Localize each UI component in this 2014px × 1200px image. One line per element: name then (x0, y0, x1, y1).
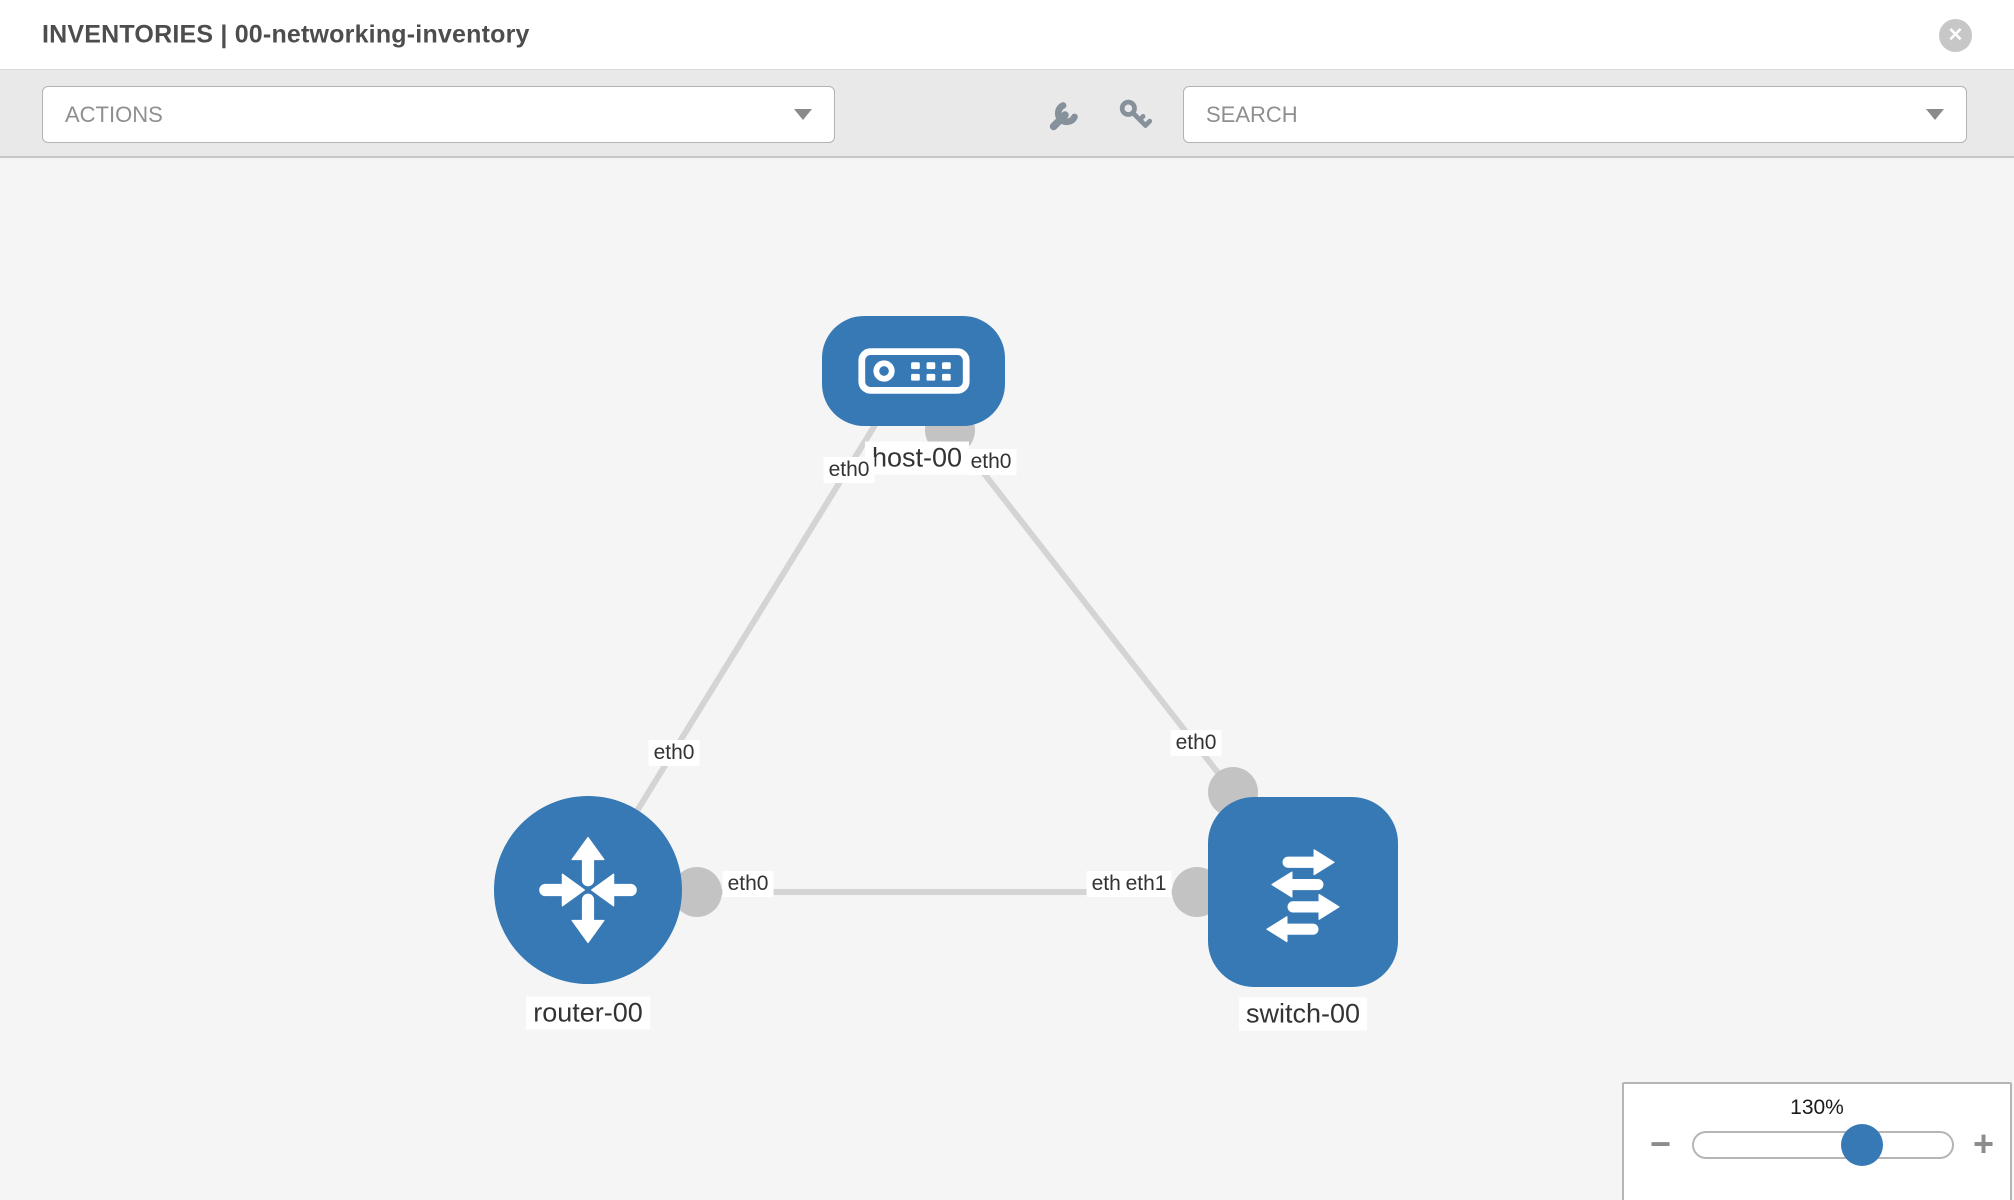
zoom-percentage: 130% (1790, 1096, 1844, 1119)
links-layer (605, 405, 1258, 917)
iface-label-host-eth0-left: eth0 (823, 457, 875, 483)
zoom-slider-track[interactable] (1692, 1124, 1954, 1166)
iface-label-switch-eth1: eth1 (1120, 871, 1172, 897)
node-label-host-00: host-00 (864, 441, 970, 475)
header-bar: INVENTORIES | 00-networking-inventory ✕ (0, 0, 2014, 70)
zoom-out-button[interactable]: − (1650, 1123, 1672, 1164)
host-server-icon (857, 348, 970, 394)
iface-label-host-eth0-right: eth0 (965, 449, 1017, 475)
node-host-00[interactable] (822, 316, 1005, 426)
page-title: INVENTORIES | 00-networking-inventory (42, 20, 530, 48)
switch-icon (1266, 849, 1340, 943)
actions-dropdown-label: ACTIONS (65, 101, 163, 127)
topology-canvas[interactable] (0, 160, 2014, 1200)
close-button[interactable]: ✕ (1939, 19, 1972, 52)
zoom-control-panel: 130% − + (1622, 1082, 2012, 1200)
iface-label-router-eth0-top: eth0 (648, 740, 700, 766)
node-label-switch-00: switch-00 (1238, 997, 1368, 1031)
search-dropdown-label: SEARCH (1206, 101, 1298, 127)
link-host-router[interactable] (605, 423, 878, 860)
chevron-down-icon (1926, 109, 1944, 120)
search-dropdown[interactable]: SEARCH (1183, 86, 1967, 143)
router-icon (539, 836, 637, 944)
wrench-icon[interactable] (1046, 96, 1084, 134)
node-router-00[interactable] (494, 796, 682, 984)
chevron-down-icon (794, 109, 812, 120)
zoom-in-button[interactable]: + (1972, 1123, 1994, 1164)
zoom-slider-knob[interactable] (1840, 1124, 1883, 1166)
close-icon: ✕ (1947, 25, 1964, 46)
iface-label-switch-eth0: eth0 (1170, 730, 1222, 756)
toolbar: ACTIONS SEARCH (0, 70, 2014, 158)
node-label-router-00: router-00 (526, 996, 650, 1030)
endpoint-router-eth0[interactable] (672, 867, 722, 917)
key-icon[interactable] (1116, 96, 1154, 134)
iface-label-router-eth0: eth0 (722, 871, 774, 897)
node-switch-00[interactable] (1208, 797, 1398, 987)
actions-dropdown[interactable]: ACTIONS (42, 86, 835, 143)
